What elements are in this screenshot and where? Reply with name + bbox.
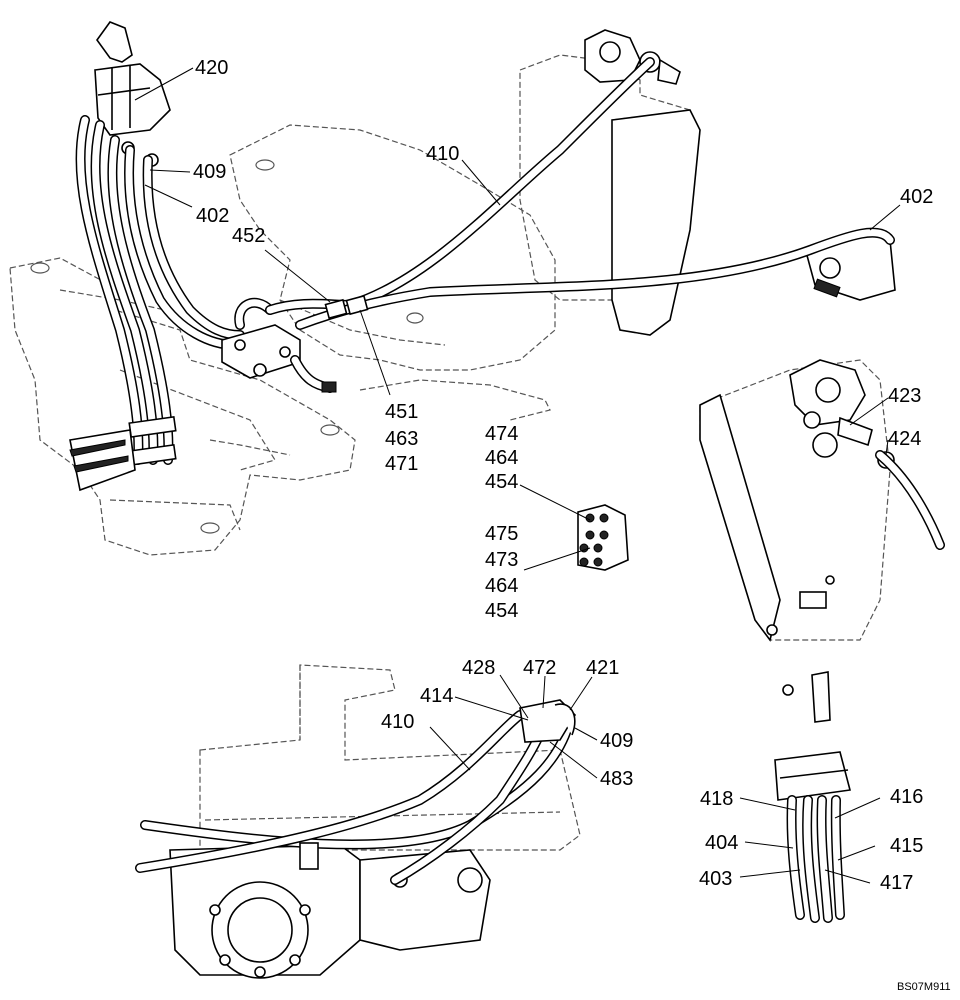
gearbox-hoses — [135, 699, 577, 885]
hose-410-tank-to-block — [265, 57, 655, 315]
connector-block-detail — [577, 504, 629, 571]
callout-410-top: 410 — [426, 143, 459, 165]
joystick-valve-detail — [774, 671, 852, 923]
callout-473: 473 — [485, 549, 518, 571]
callout-474: 474 — [485, 423, 518, 445]
frame-ghost-outline — [9, 124, 556, 556]
callout-415: 415 — [890, 835, 923, 857]
callout-labels: 420 409 402 452 410 402 451 463 471 474 … — [193, 57, 951, 993]
drawing-code: BS07M911 — [897, 981, 951, 993]
hose-clamps — [324, 294, 369, 320]
tank-detail — [699, 359, 945, 642]
callout-404: 404 — [705, 832, 738, 854]
callout-483: 483 — [600, 768, 633, 790]
callout-402-left: 402 — [196, 205, 229, 227]
callout-464-b: 464 — [485, 575, 518, 597]
callout-416: 416 — [890, 786, 923, 808]
callout-454-a: 454 — [485, 471, 518, 493]
callout-471: 471 — [385, 453, 418, 475]
callout-403: 403 — [699, 868, 732, 890]
callout-451: 451 — [385, 401, 418, 423]
callout-418: 418 — [700, 788, 733, 810]
diverter-block — [221, 297, 337, 393]
callout-428: 428 — [462, 657, 495, 679]
callout-421: 421 — [586, 657, 619, 679]
gearbox-view — [169, 664, 581, 979]
callout-420: 420 — [195, 57, 228, 79]
callout-410-bottom: 410 — [381, 711, 414, 733]
callout-463: 463 — [385, 428, 418, 450]
hose-bundle-left — [69, 115, 245, 492]
callout-454-b: 454 — [485, 600, 518, 622]
callout-417: 417 — [880, 872, 913, 894]
callout-423: 423 — [888, 385, 921, 407]
tank-filler-breather — [584, 29, 681, 85]
callout-409-bottom: 409 — [600, 730, 633, 752]
control-valve-top — [94, 21, 171, 167]
leader-lines — [134, 67, 901, 884]
callout-472: 472 — [523, 657, 556, 679]
callout-475: 475 — [485, 523, 518, 545]
callout-414: 414 — [420, 685, 453, 707]
callout-402-right: 402 — [900, 186, 933, 208]
callout-424: 424 — [888, 428, 921, 450]
hose-402-block-to-pump — [295, 227, 895, 330]
callout-464-a: 464 — [485, 447, 518, 469]
callout-452: 452 — [232, 225, 265, 247]
callout-409-top: 409 — [193, 161, 226, 183]
